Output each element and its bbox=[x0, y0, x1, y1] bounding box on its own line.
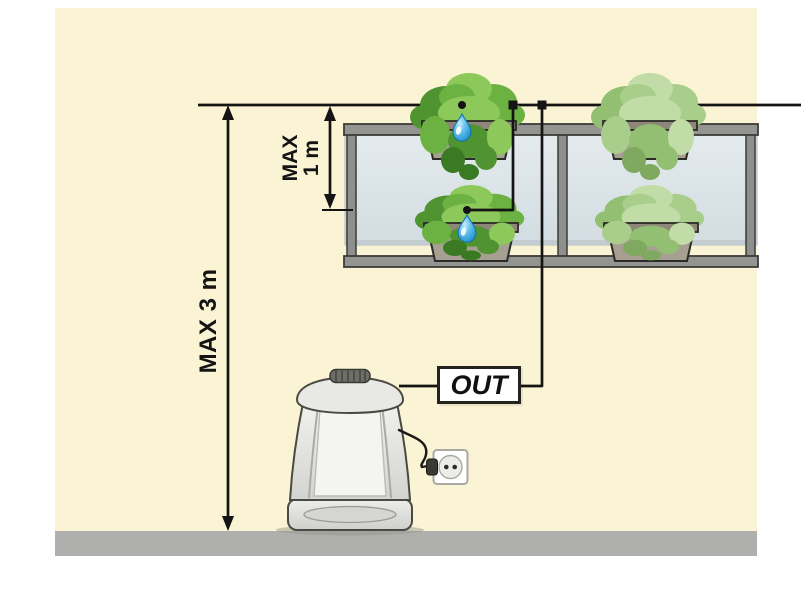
arrowhead-down-icon bbox=[222, 516, 234, 531]
drip-emitter-upper bbox=[458, 101, 466, 109]
railing-bottom-rail bbox=[343, 255, 759, 268]
max-1m-line2: 1 m bbox=[300, 139, 323, 177]
socket-well bbox=[438, 454, 463, 480]
railing-post-middle bbox=[557, 133, 568, 259]
ground bbox=[55, 531, 757, 556]
railing-post-right bbox=[745, 133, 756, 259]
arrowhead-down-icon bbox=[324, 194, 336, 209]
tube-connector-left bbox=[508, 100, 518, 110]
glass-bottom-edge bbox=[345, 240, 757, 245]
power-cable bbox=[397, 428, 430, 469]
railing-top-rail bbox=[343, 123, 759, 136]
socket-hole-right bbox=[452, 464, 458, 470]
handle-ribs bbox=[335, 370, 366, 382]
water-timer-device bbox=[276, 368, 424, 536]
arrowhead-up-icon bbox=[324, 106, 336, 121]
dimension-arrow-3m bbox=[222, 105, 234, 531]
power-plug bbox=[426, 458, 438, 476]
water-drop-upper bbox=[452, 112, 472, 142]
tube-connector-right bbox=[537, 100, 547, 110]
socket-hole-left bbox=[444, 464, 449, 470]
max-1m-label: MAX 1 m bbox=[279, 134, 323, 182]
device-lid bbox=[295, 376, 405, 415]
device-body-seams bbox=[308, 404, 392, 499]
drip-tube-lower-planter bbox=[467, 105, 515, 212]
max-1m-line1: MAX bbox=[279, 134, 302, 182]
out-label: OUT bbox=[450, 369, 508, 400]
water-drop-lower bbox=[457, 213, 477, 243]
device-front-panel bbox=[313, 408, 387, 497]
max-3m-label: MAX 3 m bbox=[195, 268, 222, 374]
railing-post-left bbox=[346, 133, 357, 259]
drip-emitter-lower bbox=[463, 206, 471, 214]
balcony-railing bbox=[343, 123, 759, 268]
device-base-recess bbox=[303, 505, 397, 524]
power-socket bbox=[426, 449, 469, 485]
arrowhead-up-icon bbox=[222, 105, 234, 120]
dimension-arrow-1m bbox=[322, 106, 353, 211]
out-label-box: OUT bbox=[437, 366, 521, 404]
